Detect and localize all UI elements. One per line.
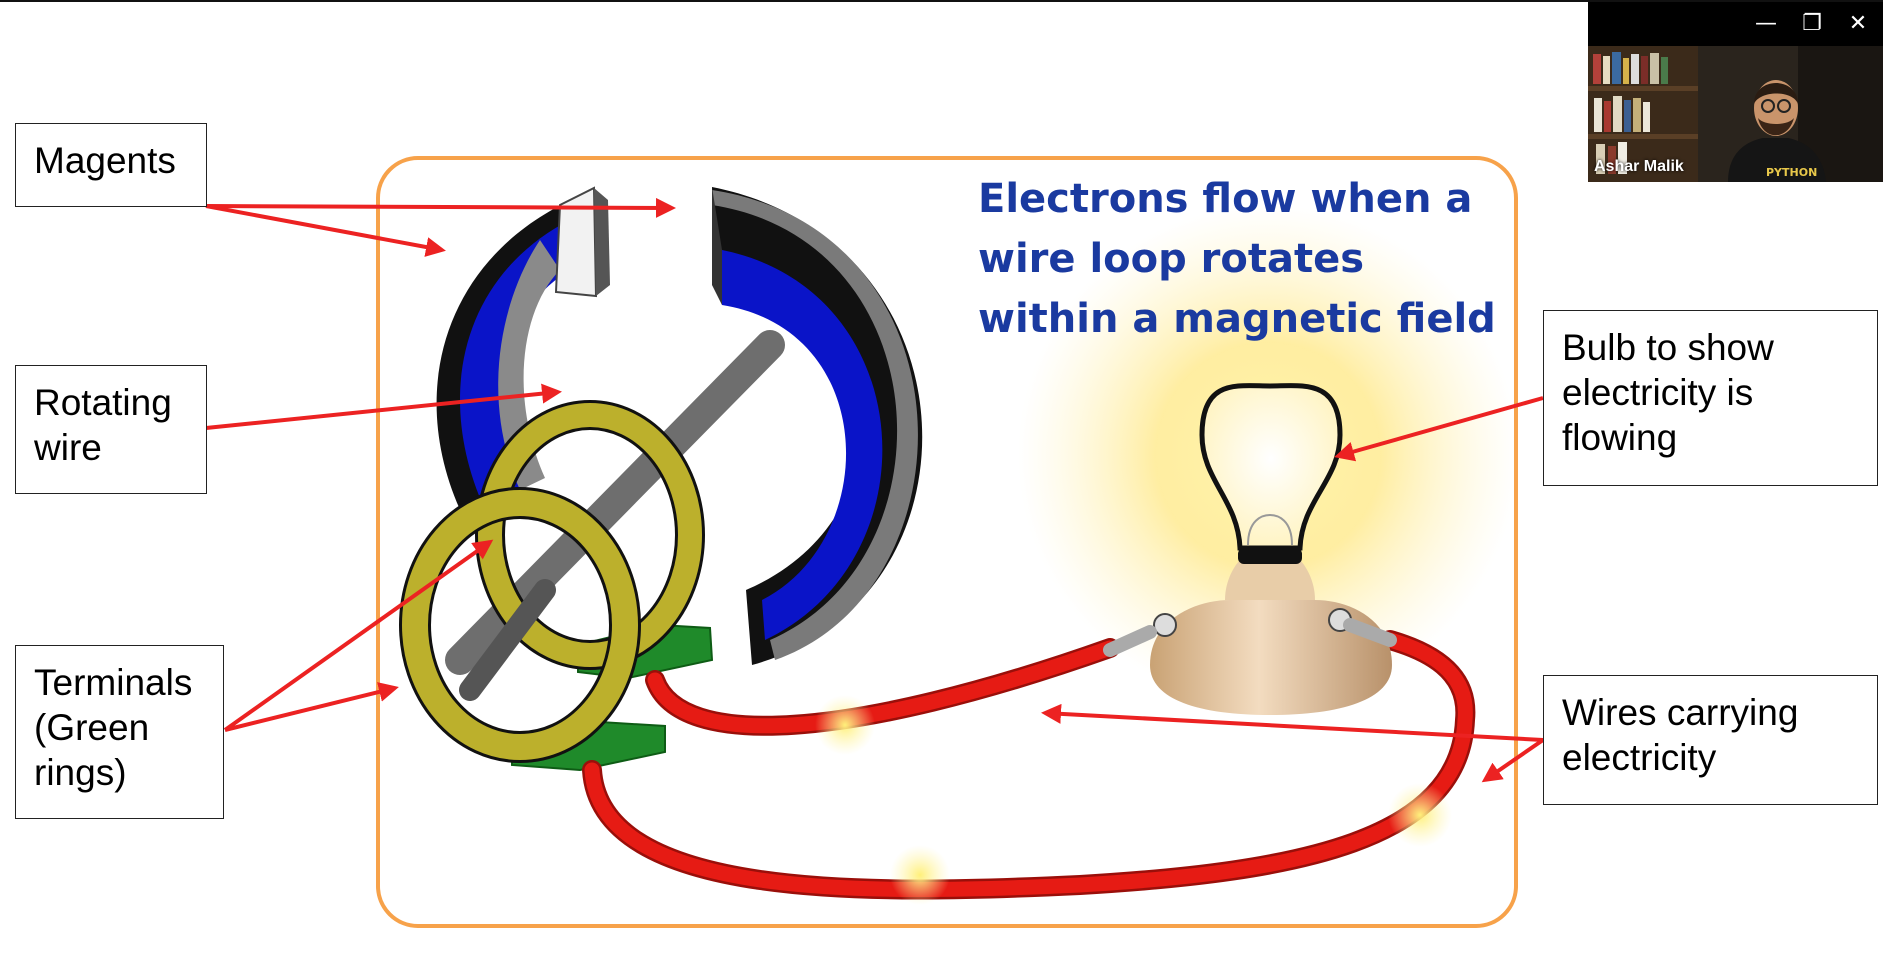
label-bulb-text: Bulb to show electricity is flowing xyxy=(1562,327,1774,458)
light-bulb xyxy=(1103,383,1397,715)
left-magnet xyxy=(436,186,610,530)
participant-video-tile[interactable]: — ❐ ✕ xyxy=(1588,2,1883,182)
arrow-wire-upper xyxy=(1041,703,1544,742)
restore-icon: ❐ xyxy=(1802,11,1822,36)
top-border xyxy=(0,0,1883,2)
wire-lower xyxy=(584,632,1473,898)
arrow-terminal-lower xyxy=(224,682,399,732)
bookshelf xyxy=(1588,52,1698,174)
diagram-title: Electrons flow when a wire loop rotates … xyxy=(978,176,1496,342)
video-window-titlebar: — ❐ ✕ xyxy=(1588,2,1883,46)
diagram-title-line-2: wire loop rotates xyxy=(978,236,1364,282)
arrow-bulb xyxy=(1334,396,1544,462)
participant-figure xyxy=(1728,80,1826,182)
participant-name: Ashar Malik xyxy=(1594,158,1684,175)
wire-upper xyxy=(647,640,1118,734)
participant-video-feed: PYTHON xyxy=(1588,46,1883,182)
label-magnets: Magents xyxy=(15,123,207,207)
callout-arrows xyxy=(205,197,1545,783)
shirt-logo-text: PYTHON xyxy=(1766,166,1817,179)
electron-spark xyxy=(1388,783,1452,847)
electron-spark xyxy=(890,845,950,905)
slip-rings xyxy=(399,400,705,763)
restore-button[interactable]: ❐ xyxy=(1788,2,1836,46)
arrow-terminal-upper xyxy=(223,539,494,732)
arrow-magnet-right xyxy=(205,197,676,218)
electron-spark xyxy=(815,695,875,755)
arrow-wire-lower xyxy=(1481,738,1545,783)
diagram-frame xyxy=(376,156,1518,928)
right-magnet xyxy=(712,187,923,665)
diagram-title-line-1: Electrons flow when a xyxy=(978,176,1472,222)
label-rotating-wire-text: Rotating wire xyxy=(34,382,172,468)
minimize-button[interactable]: — xyxy=(1742,2,1790,46)
arrow-magnet-left xyxy=(205,204,446,257)
close-icon: ✕ xyxy=(1848,11,1868,36)
label-terminals: Terminals (Green rings) xyxy=(15,645,224,819)
label-wires: Wires carrying electricity xyxy=(1543,675,1878,805)
label-rotating-wire: Rotating wire xyxy=(15,365,207,494)
diagram-title-line-3: within a magnetic field xyxy=(978,296,1496,342)
label-magnets-text: Magents xyxy=(34,140,176,181)
minimize-icon: — xyxy=(1755,11,1777,36)
label-terminals-text: Terminals (Green rings) xyxy=(34,662,193,793)
close-button[interactable]: ✕ xyxy=(1834,2,1882,46)
arrow-rotating-wire xyxy=(205,383,562,430)
label-bulb: Bulb to show electricity is flowing xyxy=(1543,310,1878,486)
label-wires-text: Wires carrying electricity xyxy=(1562,692,1799,778)
